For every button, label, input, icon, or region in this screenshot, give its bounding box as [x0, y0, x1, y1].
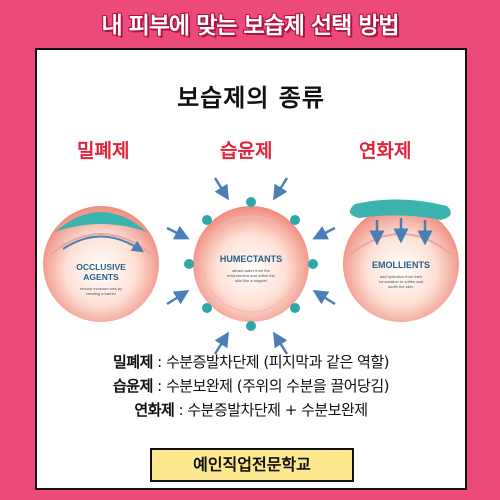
occlusive-circle	[43, 206, 159, 322]
emollient-desc-1: add hydration from their	[380, 274, 423, 279]
occlusive-desc-2: creating a barrier	[86, 291, 117, 296]
occlusive-diagram: OCCLUSIVE AGENTS reduce moisture loss by…	[43, 206, 159, 322]
description-emollient: 연화제 : 수분증발차단제 + 수분보완제	[37, 398, 465, 422]
occlusive-arrow	[62, 235, 145, 253]
banner-title: 내 피부에 맞는 보습제 선택 방법	[101, 13, 399, 39]
occlusive-title-1: OCCLUSIVE	[76, 262, 126, 272]
emollient-desc-3: sooth the skin.	[388, 284, 414, 289]
description-term: 연화제	[134, 401, 175, 419]
emollient-layer	[349, 199, 451, 220]
description-humectant: 습윤제 : 수분보완제 (주위의 수분을 끌어당김)	[37, 374, 465, 398]
humectant-circle	[193, 206, 309, 322]
occlusive-desc-1: reduce moisture loss by	[80, 286, 122, 291]
description-term: 밀폐제	[112, 353, 153, 371]
description-text: : 수분증발차단제 + 수분보완제	[174, 401, 369, 419]
type-label-humectant: 습윤제	[220, 140, 273, 162]
humectant-desc-2: environment and within the	[227, 273, 276, 278]
description-list: 밀폐제 : 수분증발차단제 (피지막과 같은 역할) 습윤제 : 수분보완제 (…	[37, 350, 465, 422]
type-label-occlusive: 밀폐제	[77, 140, 130, 162]
description-text: : 수분보완제 (주위의 수분을 끌어당김)	[152, 377, 389, 395]
card-title: 보습제의 종류	[177, 84, 325, 112]
barrier-layer	[55, 212, 147, 232]
moisturizer-diagram: OCCLUSIVE AGENTS reduce moisture loss by…	[43, 177, 459, 355]
footer-badge: 예인직업전문학교	[150, 448, 354, 482]
description-text: : 수분증발차단제 (피지막과 같은 역할)	[152, 353, 389, 371]
emollient-title: EMOLLIENTS	[372, 260, 430, 270]
humectant-desc-3: skin like a magnet	[235, 278, 268, 283]
humectant-desc-1: attract water from the	[232, 268, 271, 273]
content-card: 보습제의 종류 밀폐제 습윤제 연화제 OCCLUSIV	[35, 48, 467, 490]
emollient-diagram: EMOLLIENTS add hydration from their form…	[343, 199, 459, 322]
humectant-title: HUMECTANTS	[220, 254, 282, 264]
humectant-diagram: HUMECTANTS attract water from the enviro…	[166, 177, 336, 355]
emollient-desc-2: formulation to soften and	[379, 279, 423, 284]
type-label-emollient: 연화제	[359, 140, 412, 162]
description-occlusive: 밀폐제 : 수분증발차단제 (피지막과 같은 역할)	[37, 350, 465, 374]
description-term: 습윤제	[112, 377, 153, 395]
occlusive-title-2: AGENTS	[83, 272, 119, 282]
